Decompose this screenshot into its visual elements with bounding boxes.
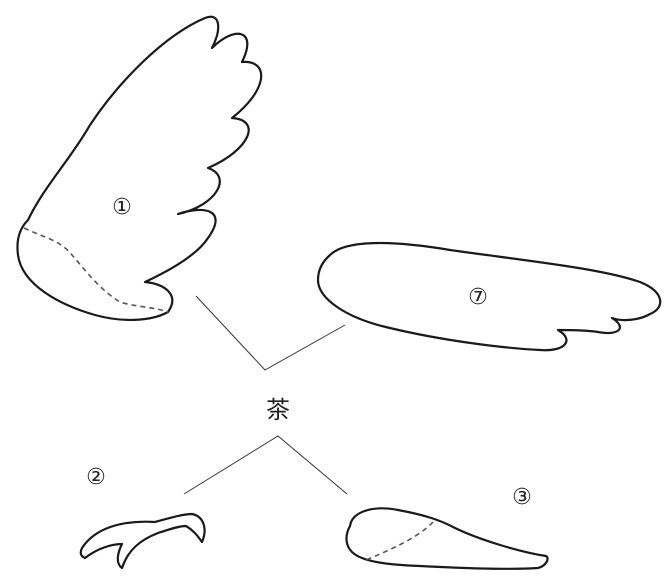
wing-part-1: ①	[17, 17, 261, 320]
wing-part-3-outline	[346, 508, 547, 568]
wing-part-1-dashed-line	[24, 228, 168, 312]
center-label: 茶	[266, 396, 290, 424]
connector-lower	[184, 436, 347, 494]
wing-part-3: ③	[346, 485, 547, 569]
connector-lines	[184, 296, 347, 494]
part-3-label: ③	[512, 485, 532, 510]
wing-part-7: ⑦	[318, 243, 660, 350]
connector-upper	[196, 296, 345, 370]
wing-part-7-outline	[318, 243, 660, 350]
wing-part-2-outline	[81, 514, 205, 568]
wing-part-2: ②	[81, 465, 205, 568]
part-2-label: ②	[86, 465, 106, 490]
part-1-label: ①	[112, 195, 132, 220]
wing-part-3-dashed-line	[366, 522, 433, 560]
wing-part-1-outline	[17, 17, 261, 320]
part-7-label: ⑦	[468, 285, 488, 310]
